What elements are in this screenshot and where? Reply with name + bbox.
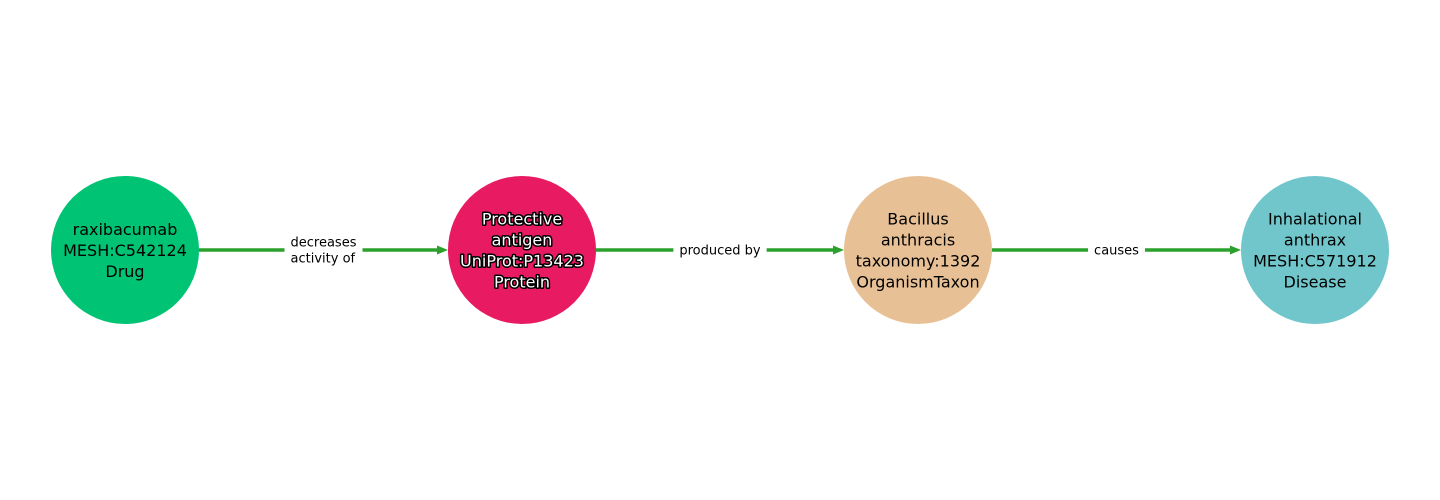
node-label-line: taxonomy:1392 xyxy=(856,252,981,271)
node-circle[interactable] xyxy=(1241,176,1389,324)
node-circle[interactable] xyxy=(51,176,199,324)
node-label-line: Inhalational xyxy=(1268,210,1362,229)
node-label-line: anthracis xyxy=(881,231,955,250)
node-label-line: OrganismTaxon xyxy=(856,273,979,292)
edge-arrowhead xyxy=(833,245,844,255)
edge-label-line: decreases xyxy=(291,236,357,251)
node-label-line: MESH:C571912 xyxy=(1253,252,1377,271)
edge-arrowhead xyxy=(437,245,448,255)
node-label-line: MESH:C542124 xyxy=(63,241,187,260)
edge-label-line: activity of xyxy=(291,252,356,267)
node-circle[interactable] xyxy=(844,176,992,324)
node-label-line: UniProt:P13423 xyxy=(460,252,584,271)
edge-label-background xyxy=(284,233,363,267)
node-label-line: Drug xyxy=(105,262,144,281)
edge-arrowhead xyxy=(1230,245,1241,255)
edge-protective-antigen-to-bacillus-anthracis: produced by xyxy=(596,241,844,259)
edge-label-line: produced by xyxy=(679,244,761,259)
node-label-line: Protein xyxy=(494,273,550,292)
node-label-line: antigen xyxy=(492,231,553,250)
node-label-line: Protective xyxy=(482,210,562,229)
edge-label: produced by xyxy=(679,244,761,259)
node-label-line: Disease xyxy=(1284,273,1347,292)
node-circle[interactable] xyxy=(448,176,596,324)
edge-label-background xyxy=(1088,241,1145,259)
edge-label-background xyxy=(673,241,767,259)
edge-label-line: causes xyxy=(1094,244,1139,259)
node-label-line: anthrax xyxy=(1284,231,1346,250)
edge-bacillus-anthracis-to-inhalational-anthrax: causes xyxy=(992,241,1241,259)
node-label-line: raxibacumab xyxy=(73,220,178,239)
edge-label: causes xyxy=(1094,244,1139,259)
node-label-line: Bacillus xyxy=(887,210,948,229)
